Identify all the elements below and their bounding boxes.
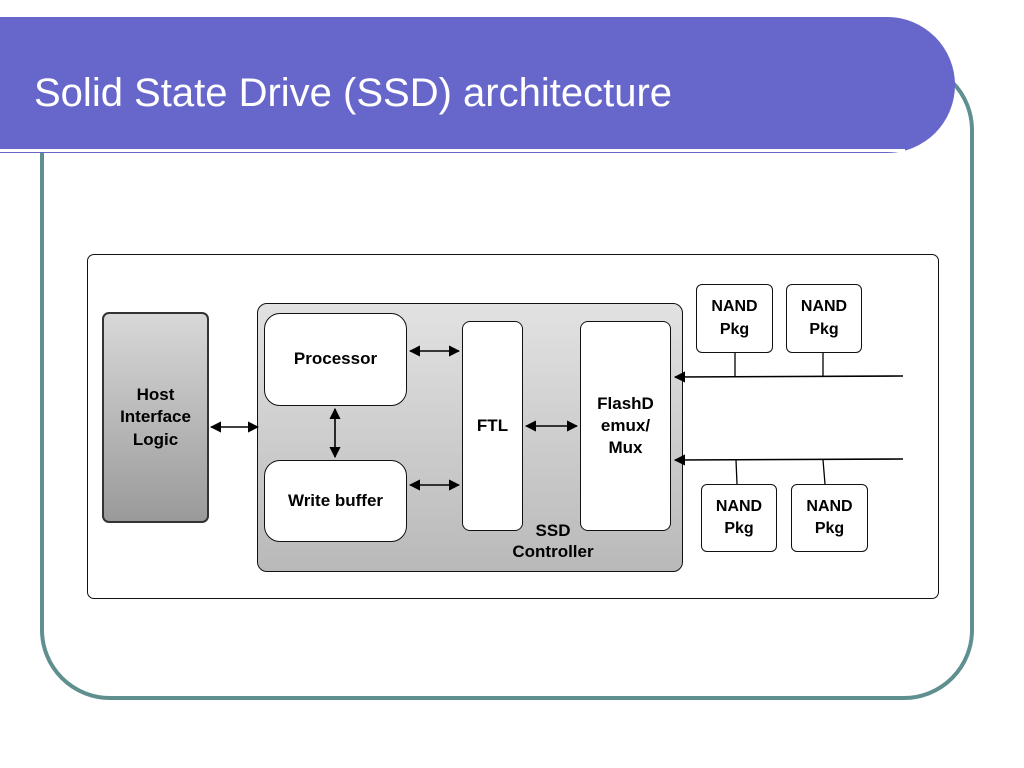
upper-channel-bus	[673, 371, 904, 383]
flash-demux-label: FlashD emux/ Mux	[597, 393, 654, 458]
nand-package-label: NAND Pkg	[806, 497, 853, 537]
write-buffer-block: Write buffer	[264, 460, 407, 542]
slide-title: Solid State Drive (SSD) architecture	[34, 71, 673, 115]
nand-package-label: NAND Pkg	[715, 497, 763, 537]
host-interface-logic-block: Host Interface Logic	[102, 312, 209, 523]
nand-package-label: NAND Pkg	[800, 298, 848, 338]
nand-package-label: NAND Pkg	[711, 298, 758, 338]
nand-package-3: NAND Pkg	[701, 484, 777, 552]
host-interface-label: Host Interface Logic	[120, 385, 191, 449]
flash-demux-block: FlashD emux/ Mux	[580, 321, 671, 531]
processor-block: Processor	[264, 313, 407, 406]
write-buffer-label: Write buffer	[287, 490, 384, 510]
processor-label: Processor	[293, 349, 378, 369]
nand-package-1: NAND Pkg	[696, 284, 773, 353]
ftl-block: FTL	[462, 321, 523, 531]
title-bar: Solid State Drive (SSD) architecture	[0, 17, 955, 153]
lower-channel-bus	[673, 454, 904, 466]
nand-package-2: NAND Pkg	[786, 284, 862, 353]
ftl-label: FTL	[476, 415, 509, 435]
nand-package-4: NAND Pkg	[791, 484, 868, 552]
nand3-tap	[735, 459, 738, 485]
ssd-controller-label: SSD Controller	[512, 521, 594, 562]
title-underline	[0, 149, 905, 152]
nand4-tap	[822, 459, 826, 485]
